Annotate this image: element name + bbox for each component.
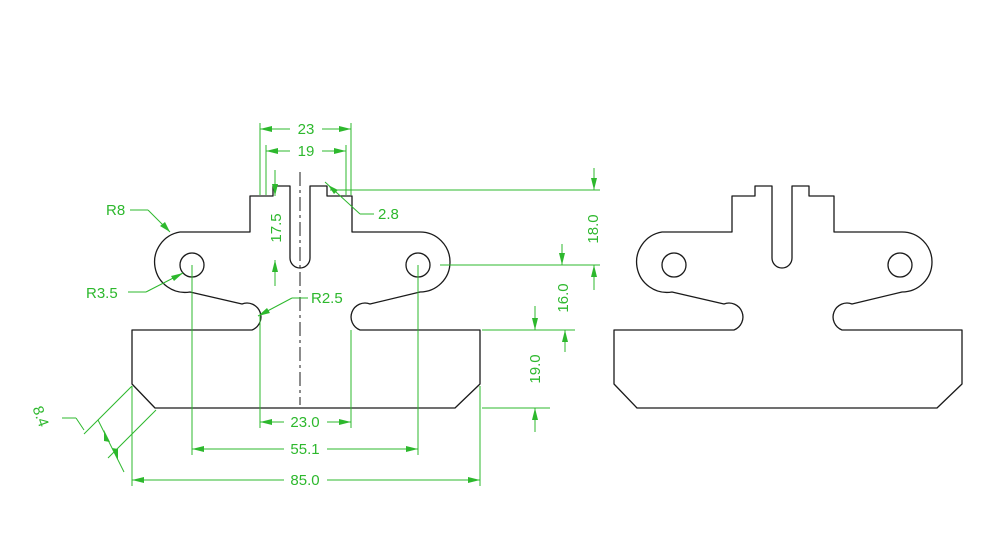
dim-height-16: 16.0 (482, 265, 597, 331)
dim-label-r3-5: R3.5 (86, 285, 118, 302)
dim-radius-2-5: R2.5 (257, 290, 343, 317)
dim-label-23-0: 23.0 (290, 414, 319, 431)
left-view (131, 172, 481, 409)
dimensions: 23 19 17.5 2.8 (29, 121, 602, 489)
dim-label-55-1: 55.1 (290, 441, 319, 458)
dim-radius-3-5: R3.5 (86, 272, 184, 302)
dim-slot-width: 2.8 (324, 181, 399, 223)
dim-label-23: 23 (298, 121, 315, 138)
dim-label-18: 18.0 (585, 214, 602, 243)
dim-label-16: 16.0 (555, 283, 572, 312)
dim-label-19-0: 19.0 (527, 354, 544, 383)
dim-radius-8: R8 (106, 202, 171, 233)
dim-inner-width: 23.0 (259, 316, 352, 431)
dim-top-width: 23 (259, 121, 352, 195)
dim-total-width: 85.0 (131, 386, 481, 489)
dim-chamfer: 8.4 (29, 385, 157, 473)
dim-label-17-5: 17.5 (268, 213, 285, 242)
dim-label-r8: R8 (106, 202, 125, 219)
dim-label-r2-5: R2.5 (311, 290, 343, 307)
dim-label-2-8: 2.8 (378, 206, 399, 223)
dim-hole-spacing: 55.1 (191, 265, 419, 458)
right-view (613, 185, 963, 409)
dim-slot-outer: 19 (265, 143, 347, 195)
dim-label-19: 19 (298, 143, 315, 160)
dim-height-19: 19.0 (482, 330, 568, 432)
hole-right-right-view (887, 252, 913, 278)
dim-slot-depth: 17.5 (268, 170, 285, 286)
part-outline-right (613, 185, 963, 409)
dim-label-85: 85.0 (290, 472, 319, 489)
dim-height-18: 18.0 (330, 168, 602, 266)
dim-label-8-4: 8.4 (29, 404, 52, 429)
hole-left-right-view (661, 252, 687, 278)
part-outline-left (131, 185, 481, 409)
